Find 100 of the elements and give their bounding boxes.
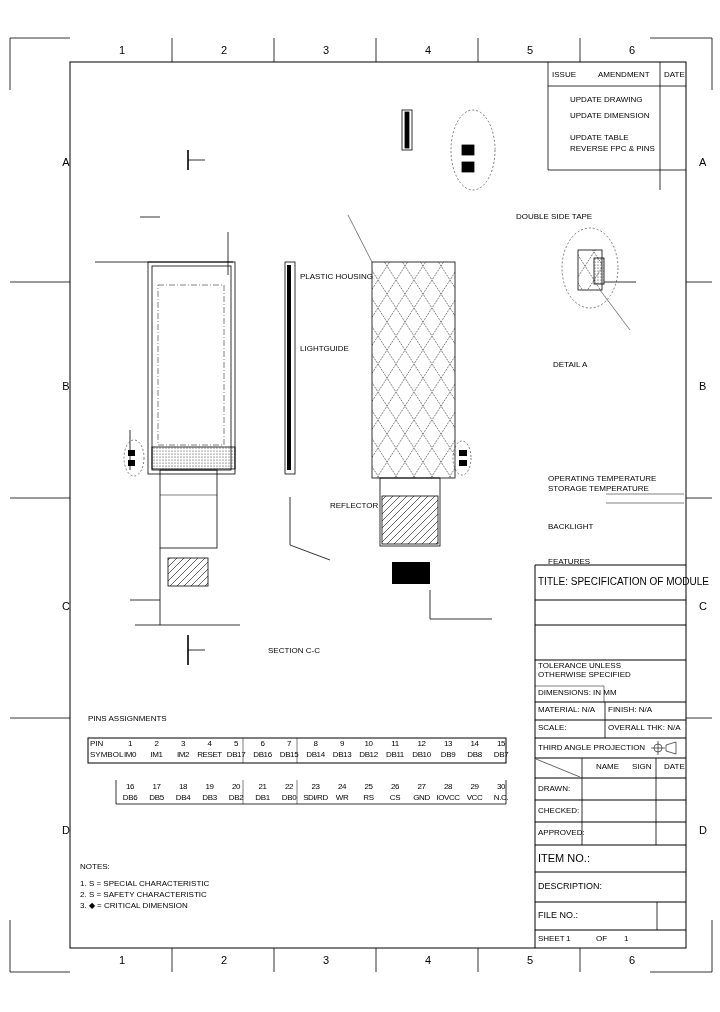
table-cell: CS [389,794,401,803]
part-label: LIGHTGUIDE [300,345,349,354]
table-cell: GND [413,794,430,803]
table-cell: 27 [417,783,426,792]
grid-reference: C [699,600,707,613]
title-block-text: OF [596,935,608,944]
table-cell: 11 [391,740,399,749]
table-cell: RS [363,794,374,803]
table-cell: DB8 [467,751,482,760]
table-cell: DB14 [306,751,325,760]
view-title: DETAIL A [553,361,588,370]
title-block-text: CHECKED: [538,807,580,816]
note: 1. S = SPECIAL CHARACTERISTIC [80,880,210,889]
table-cell: 2 [154,740,159,749]
grid-reference: 1 [118,954,126,967]
title-block-text: SHEET [538,935,565,944]
title-block-text: APPROVED: [538,829,585,838]
table-cell: 10 [364,740,373,749]
amendment-text: REVERSE FPC & PINS [570,145,655,154]
table-cell: 30 [496,783,506,792]
grid-reference: A [699,156,707,169]
grid-reference: 5 [526,954,534,967]
table-cell: 16 [125,783,135,792]
grid-reference: 3 [322,954,330,967]
table-cell: DB4 [175,794,191,803]
part-label: PLASTIC HOUSING [300,273,373,282]
table-title: PINS ASSIGNMENTS [88,715,167,724]
title-block-text: 1 [566,935,571,944]
table-cell: 13 [443,740,453,749]
grid-reference: 4 [424,44,432,57]
title-block-text: SCALE: [538,724,567,733]
table-cell: 15 [496,740,506,749]
table-cell: DB16 [253,751,272,760]
note: 3. ◆ = CRITICAL DIMENSION [80,902,188,911]
spec-label: FEATURES [548,558,591,567]
table-cell: DB15 [279,751,299,760]
table-header: SIGN [632,763,652,772]
table-header: ISSUE [552,71,576,80]
table-cell: DB9 [440,751,456,760]
table-cell: DB2 [228,794,244,803]
spec-label: OPERATING TEMPERATURE [548,475,657,484]
spec-label: STORAGE TEMPERATURE [548,485,649,494]
title-block-text: DIMENSIONS: IN MM [538,689,617,698]
title-block-text: TOLERANCE UNLESS OTHERWISE SPECIFIED [538,662,632,680]
amendment-text: UPDATE DRAWING [570,96,643,105]
title-block-text: FILE NO.: [538,911,578,921]
grid-reference: 6 [628,44,636,57]
table-header: DATE [664,71,685,80]
table-cell: 17 [152,783,161,792]
table-cell: N.C. [493,794,509,803]
table-cell: DB11 [386,751,404,760]
table-cell: 8 [313,740,318,749]
table-cell: DB5 [149,794,164,803]
table-header: PIN [90,740,104,749]
table-cell: 1 [127,740,133,749]
table-cell: 22 [284,783,294,792]
title-text: TITLE: SPECIFICATION OF MODULE [538,576,709,587]
grid-reference: 2 [220,954,228,967]
grid-reference: D [699,824,707,837]
table-cell: 21 [258,783,267,792]
table-cell: SDI/RD [303,794,328,803]
table-cell: 5 [233,740,239,749]
table-cell: 6 [260,740,265,749]
table-cell: DB1 [255,794,270,803]
table-cell: 12 [417,740,426,749]
table-cell: DB6 [122,794,138,803]
note: 2. S = SAFETY CHARACTERISTIC [80,891,207,900]
part-label: DOUBLE SIDE TAPE [516,213,593,222]
table-cell: 20 [231,783,241,792]
table-cell: 7 [286,740,292,749]
title-block-text: DESCRIPTION: [538,882,602,892]
notes-heading: NOTES: [80,863,110,872]
grid-reference: 6 [628,954,636,967]
table-cell: DB3 [202,794,217,803]
grid-reference: 2 [220,44,228,57]
table-header: NAME [596,763,620,772]
title-block-text: FINISH: N/A [608,706,652,715]
table-cell: 28 [443,783,453,792]
table-cell: 18 [178,783,188,792]
title-block-text: MATERIAL: N/A [538,706,596,715]
table-cell: IM0 [123,751,137,760]
table-cell: DB17 [226,751,246,760]
table-header: SYMBOL [90,751,124,760]
table-cell: DB13 [332,751,352,760]
grid-reference: C [62,600,70,613]
table-cell: IM2 [176,751,190,760]
amendment-text: UPDATE TABLE [570,134,629,143]
table-cell: 24 [337,783,347,792]
table-cell: RESET [197,751,222,760]
grid-reference: 4 [424,954,432,967]
grid-reference: 1 [118,44,126,57]
table-header: DATE [664,763,685,772]
title-block-text: ITEM NO.: [538,852,590,865]
view-title: SECTION C-C [268,647,320,656]
part-label: REFLECTOR [330,502,379,511]
table-cell: DB12 [359,751,378,760]
table-cell: 25 [364,783,373,792]
title-block-text: THIRD ANGLE PROJECTION [538,744,646,753]
table-cell: IOVCC [436,794,460,803]
title-block-text: DRAWN: [538,785,571,794]
